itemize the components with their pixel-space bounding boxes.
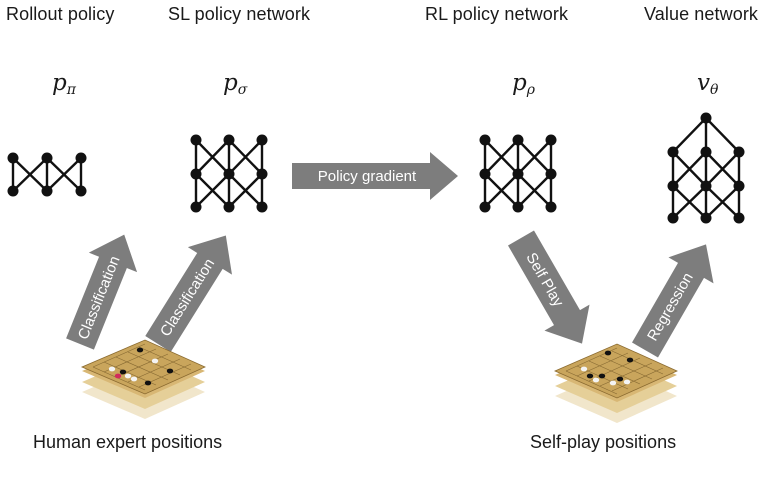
self-play-board-stack [553,343,678,423]
rollout-network [7,152,87,197]
policy-gradient-label: Policy gradient [318,168,417,185]
regression-arrow: Regression [632,244,714,358]
caption-human-expert-positions: Human expert positions [33,432,223,452]
policy-gradient-arrow: Policy gradient [292,152,458,200]
sl-policy-network [190,134,268,213]
symbol-rl: pρ [512,70,535,98]
go-stones [580,350,634,386]
title-sl-policy-network: SL policy network [168,4,311,24]
rl-policy-network [479,134,557,213]
title-rollout-policy: Rollout policy [6,4,115,24]
symbol-value: vθ [697,70,719,98]
symbol-rollout: pπ [52,70,76,98]
go-grid-lines [565,347,664,395]
human-expert-board-stack [80,339,206,419]
title-rl-policy-network: RL policy network [425,4,569,24]
value-network [667,112,745,224]
caption-self-play-positions: Self-play positions [530,432,677,452]
go-stones [108,347,174,386]
classification-left-arrow: Classification [66,234,138,350]
symbol-sl: pσ [223,70,248,98]
title-value-network: Value network [644,4,759,24]
classification-right-arrow: Classification [145,235,232,352]
classification-right-label: Classification [157,256,218,340]
self-play-arrow: Self Play [508,230,590,344]
